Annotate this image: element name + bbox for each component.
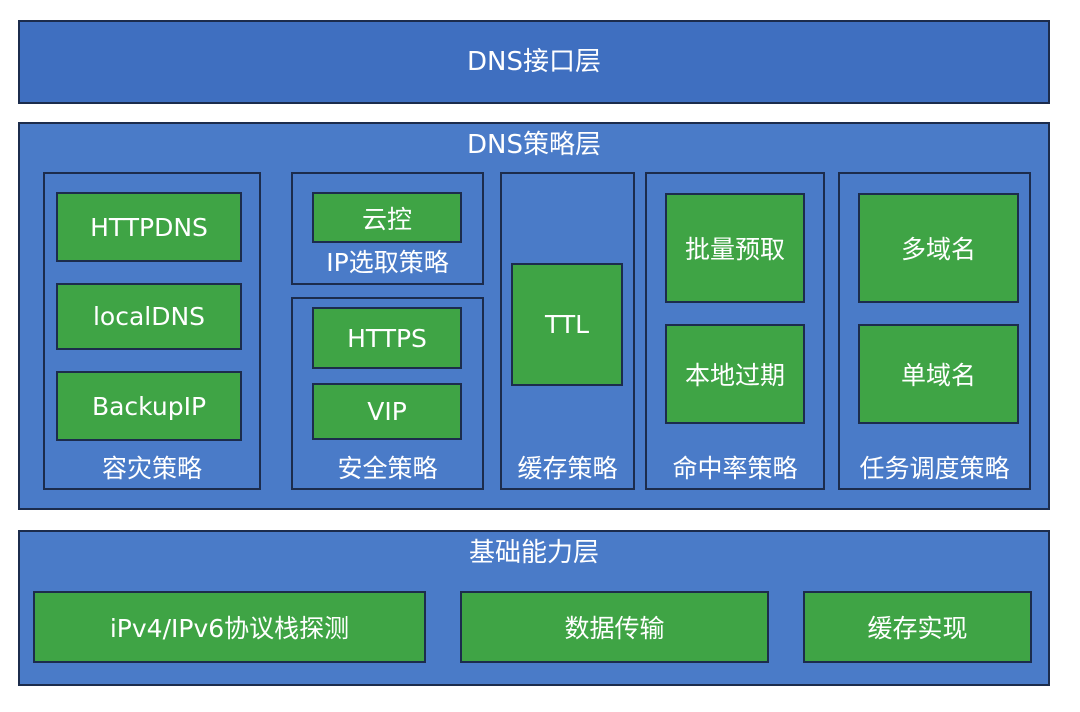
disaster-recovery-label: 容灾策略 [101,454,202,483]
data-transfer-box: 数据传输 [460,591,769,663]
cloud-control-box: 云控 [312,192,462,243]
multi-domain-box: 多域名 [858,193,1019,303]
local-expire-box: 本地过期 [665,324,805,424]
single-domain-box: 单域名 [858,324,1019,424]
https-box: HTTPS [312,307,462,369]
task-scheduling-label: 任务调度策略 [859,454,1010,483]
vip-box: VIP [312,383,462,440]
ip-selection-label: IP选取策略 [326,248,449,277]
batch-prefetch-box: 批量预取 [665,193,805,303]
cache-label: 缓存策略 [517,454,618,483]
dns-interface-layer: DNS接口层 [18,20,1050,104]
cache-implementation-box: 缓存实现 [803,591,1032,663]
base-layer-title: 基础能力层 [468,538,599,568]
ttl-box: TTL [511,263,623,386]
httpdns-box: HTTPDNS [56,192,242,262]
protocol-stack-probe-box: iPv4/IPv6协议栈探测 [33,591,426,663]
hit-rate-label: 命中率策略 [672,454,798,483]
backupip-box: BackupIP [56,371,242,441]
interface-layer-title: DNS接口层 [467,47,601,77]
strategy-layer-title: DNS策略层 [467,130,601,160]
security-label: 安全策略 [337,454,438,483]
localdns-box: localDNS [56,283,242,350]
